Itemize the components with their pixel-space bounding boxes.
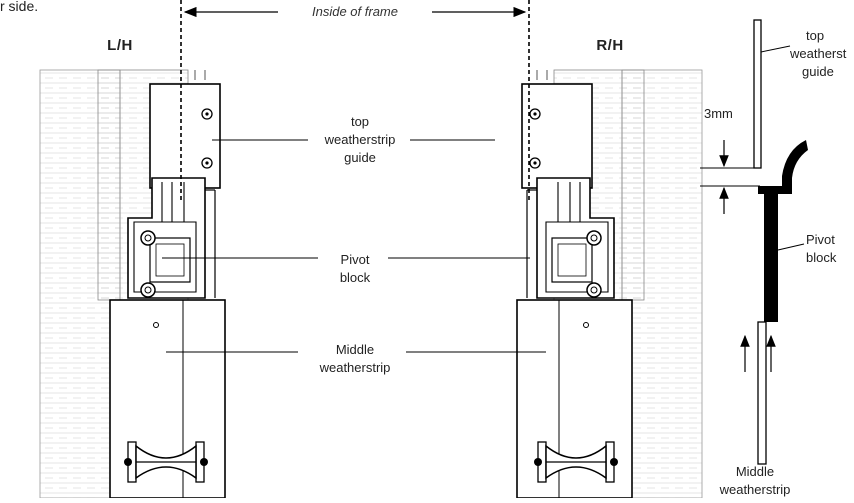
detail-top-guide <box>753 19 762 169</box>
left-assembly <box>39 69 226 499</box>
weatherstrip-section-detail <box>700 19 808 465</box>
right-side-label: R/H <box>596 37 624 54</box>
gap-3mm-label: 3mm <box>704 106 733 121</box>
detail-middle-weatherstrip <box>757 321 767 465</box>
inside-of-frame-label: Inside of frame <box>312 4 398 19</box>
detail-guide-leader <box>760 45 791 53</box>
leader-lines <box>162 139 546 353</box>
left-top-guide <box>149 83 221 189</box>
detail-pivot-leader <box>777 243 805 251</box>
left-side-label: L/H <box>107 37 133 54</box>
frame-dimension <box>180 0 530 200</box>
detail-pivot-block <box>758 140 808 322</box>
left-roller <box>124 441 208 483</box>
cut-off-intro-text: r side. <box>0 0 39 14</box>
right-assembly <box>516 69 703 499</box>
left-middle-weatherstrip <box>109 299 226 499</box>
